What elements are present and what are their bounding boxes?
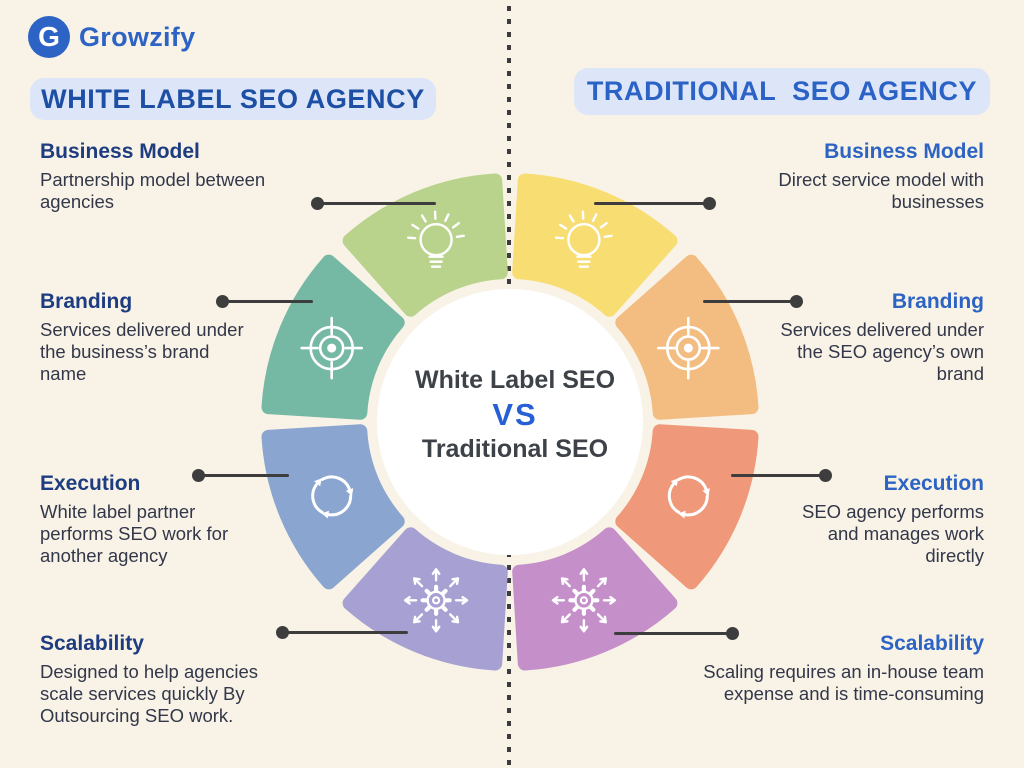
item-title: Scalability <box>880 632 984 655</box>
item-title: Execution <box>40 472 141 495</box>
center-label: White Label SEO VS Traditional SEO <box>370 364 660 465</box>
item-desc: White label partner performs SEO work fo… <box>40 501 229 566</box>
gear-expand-icon <box>403 568 469 633</box>
item-desc: Services delivered under the SEO agency’… <box>780 319 984 384</box>
connector-left-execution <box>192 469 289 482</box>
item-title: Branding <box>40 290 133 313</box>
right-item-execution: Execution SEO agency performs and manage… <box>654 472 984 567</box>
item-title: Scalability <box>40 632 144 655</box>
lightbulb-icon <box>554 210 613 268</box>
center-vs-text: VS <box>492 397 538 432</box>
logo-wordmark: Growzify <box>79 21 196 52</box>
target-icon <box>300 316 364 380</box>
item-title: Branding <box>891 290 984 313</box>
left-item-execution: Execution White label partner performs S… <box>40 472 340 567</box>
wheel-segment-traditional-execution <box>615 424 759 590</box>
gear-expand-icon <box>551 568 617 633</box>
item-desc: Direct service model with businesses <box>778 169 984 212</box>
connector-right-execution <box>731 469 832 482</box>
refresh-icon <box>311 475 354 519</box>
connector-right-scalability <box>614 627 739 640</box>
left-item-scalability: Scalability Designed to help agencies sc… <box>40 632 340 727</box>
wheel-segment-white-label-business-model <box>342 173 508 317</box>
item-title: Execution <box>883 472 984 495</box>
lightbulb-icon <box>407 210 466 268</box>
item-desc: Partnership model between agencies <box>40 169 266 212</box>
connector-right-business-model <box>594 197 716 210</box>
right-column-header: TRADITIONAL SEO AGENCY <box>574 68 990 115</box>
item-desc: SEO agency performs and manages work dir… <box>802 501 984 566</box>
left-column-header: WHITE LABEL SEO AGENCY <box>30 78 436 120</box>
logo: G Growzify <box>28 16 195 58</box>
left-item-branding: Branding Services delivered under the bu… <box>40 290 340 385</box>
logo-monogram: G <box>38 21 60 52</box>
item-desc: Designed to help agencies scale services… <box>40 661 259 726</box>
connector-left-scalability <box>276 626 408 639</box>
item-title: Business Model <box>824 140 984 163</box>
wheel-segment-traditional-business-model <box>512 173 678 317</box>
right-item-business-model: Business Model Direct service model with… <box>654 140 984 213</box>
right-item-branding: Branding Services delivered under the SE… <box>654 290 984 385</box>
wheel-center-circle <box>377 289 643 555</box>
connector-right-branding <box>703 295 803 308</box>
right-item-scalability: Scalability Scaling requires an in-house… <box>654 632 984 705</box>
target-icon <box>656 316 720 380</box>
item-desc: Scaling requires an in-house team expens… <box>703 661 984 704</box>
refresh-icon <box>667 475 710 519</box>
connector-left-business-model <box>311 197 436 210</box>
item-desc: Services delivered under the business’s … <box>40 319 244 384</box>
left-item-business-model: Business Model Partnership model between… <box>40 140 340 213</box>
item-title: Business Model <box>40 140 200 163</box>
logo-g-icon: G <box>28 16 70 58</box>
center-title-white-label: White Label SEO <box>414 366 616 394</box>
connector-left-branding <box>216 295 313 308</box>
wheel-segment-white-label-execution <box>261 424 405 590</box>
center-title-traditional: Traditional SEO <box>421 435 609 463</box>
